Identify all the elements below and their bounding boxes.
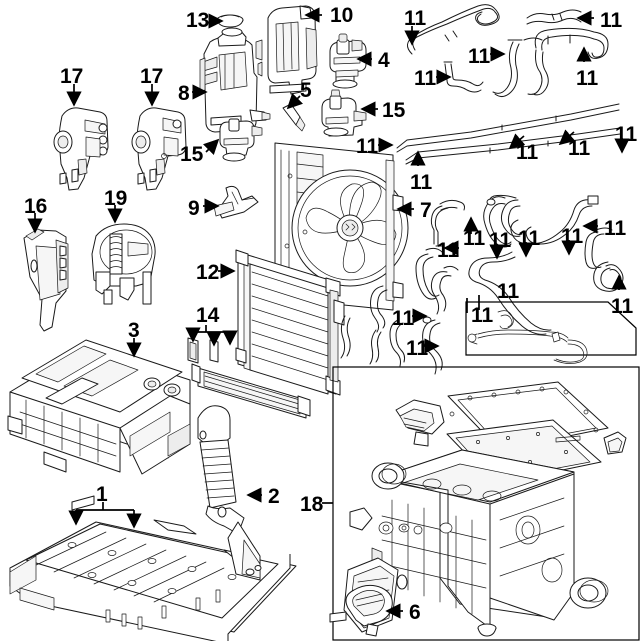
part-coolant-hose-clip [213, 185, 259, 219]
callout-number-coolant-hose[interactable]: 11 [615, 123, 638, 146]
callout-number-coolant-hose[interactable]: 11 [611, 295, 634, 318]
callout-number-coolant-hose[interactable]: 11 [410, 171, 433, 194]
callout-number-coolant-hose-clip[interactable]: 9 [188, 197, 200, 220]
callout-number-water-pump-upper[interactable]: 4 [378, 49, 390, 72]
part-electric-water-pump-b [219, 118, 263, 162]
callout-number-coolant-hose[interactable]: 11 [406, 337, 429, 360]
callout-number-electric-water-pump-a[interactable]: 15 [382, 99, 406, 122]
callout-number-engine-mount-right[interactable]: 17 [140, 65, 164, 88]
part-mount-bracket [23, 228, 69, 332]
callout-number-inverter-assembly[interactable]: 3 [128, 319, 140, 342]
callout-number-radiator-assembly[interactable]: 12 [196, 261, 220, 284]
callout-number-mount-bracket[interactable]: 16 [24, 195, 48, 218]
callout-number-reservoir-cap[interactable]: 13 [186, 9, 210, 32]
part-coolant-pump-housing [255, 5, 318, 95]
part-hv-power-cable [197, 405, 262, 581]
callout-number-electric-water-pump-b[interactable]: 15 [180, 143, 204, 166]
callout-number-hv-power-cable[interactable]: 2 [268, 485, 280, 508]
callout-number-hose-detail-box[interactable]: 11 [471, 304, 494, 327]
callout-number-coolant-hose[interactable]: 11 [604, 217, 627, 240]
callout-number-engine-mount-left[interactable]: 17 [60, 65, 84, 88]
part-oil-cooler-bracket [187, 337, 311, 419]
callout-number-coolant-hose[interactable]: 11 [404, 7, 427, 30]
callout-number-coolant-hose[interactable]: 11 [561, 225, 584, 248]
callout-number-hv-battery-pack[interactable]: 1 [96, 483, 108, 506]
callout-number-cooling-fan-shroud[interactable]: 7 [420, 199, 432, 222]
callout-number-coolant-hose[interactable]: 11 [518, 227, 541, 250]
callout-number-coolant-hose[interactable]: 11 [463, 227, 486, 250]
callout-number-coolant-pump-housing[interactable]: 10 [330, 4, 354, 27]
part-coolant-reservoir-tank [199, 27, 271, 133]
part-inverter-assembly [7, 339, 191, 475]
callout-number-coolant-hose[interactable]: 11 [356, 135, 379, 158]
callout-number-coolant-hose[interactable]: 11 [437, 239, 460, 262]
part-engine-mount-left [53, 107, 109, 191]
callout-number-temperature-sensor[interactable]: 5 [300, 79, 312, 102]
part-engine-block-assembly [329, 381, 627, 637]
part-engine-mount-right [131, 107, 187, 191]
part-transmission-mount [91, 223, 156, 305]
part-water-pump-upper [329, 33, 367, 89]
callout-number-engine-block-assembly[interactable]: 18 [300, 493, 324, 516]
callout-number-coolant-reservoir-tank[interactable]: 8 [178, 82, 190, 105]
callout-number-coolant-hose[interactable]: 11 [576, 67, 599, 90]
callout-number-oil-cooler-bracket[interactable]: 14 [196, 304, 220, 327]
callout-number-coolant-hose[interactable]: 11 [392, 307, 415, 330]
part-temperature-sensor [282, 103, 306, 132]
coolant-hoses-group [340, 4, 624, 375]
callout-number-coolant-hose[interactable]: 11 [468, 45, 491, 68]
part-electric-water-pump-a [321, 89, 367, 137]
hose-detail-box [465, 301, 637, 364]
callout-leaders [27, 7, 630, 619]
callout-number-coolant-hose[interactable]: 11 [414, 67, 437, 90]
part-hv-battery-pack [9, 495, 297, 641]
callout-number-coolant-hose[interactable]: 11 [600, 9, 623, 32]
callout-number-coolant-hose[interactable]: 11 [489, 229, 512, 252]
callout-number-coolant-hose[interactable]: 11 [497, 280, 520, 303]
callout-number-oil-filter-housing[interactable]: 6 [409, 601, 421, 624]
callout-number-coolant-hose[interactable]: 11 [516, 141, 539, 164]
callout-number-transmission-mount[interactable]: 19 [104, 187, 128, 210]
callout-number-coolant-hose[interactable]: 11 [568, 137, 591, 160]
